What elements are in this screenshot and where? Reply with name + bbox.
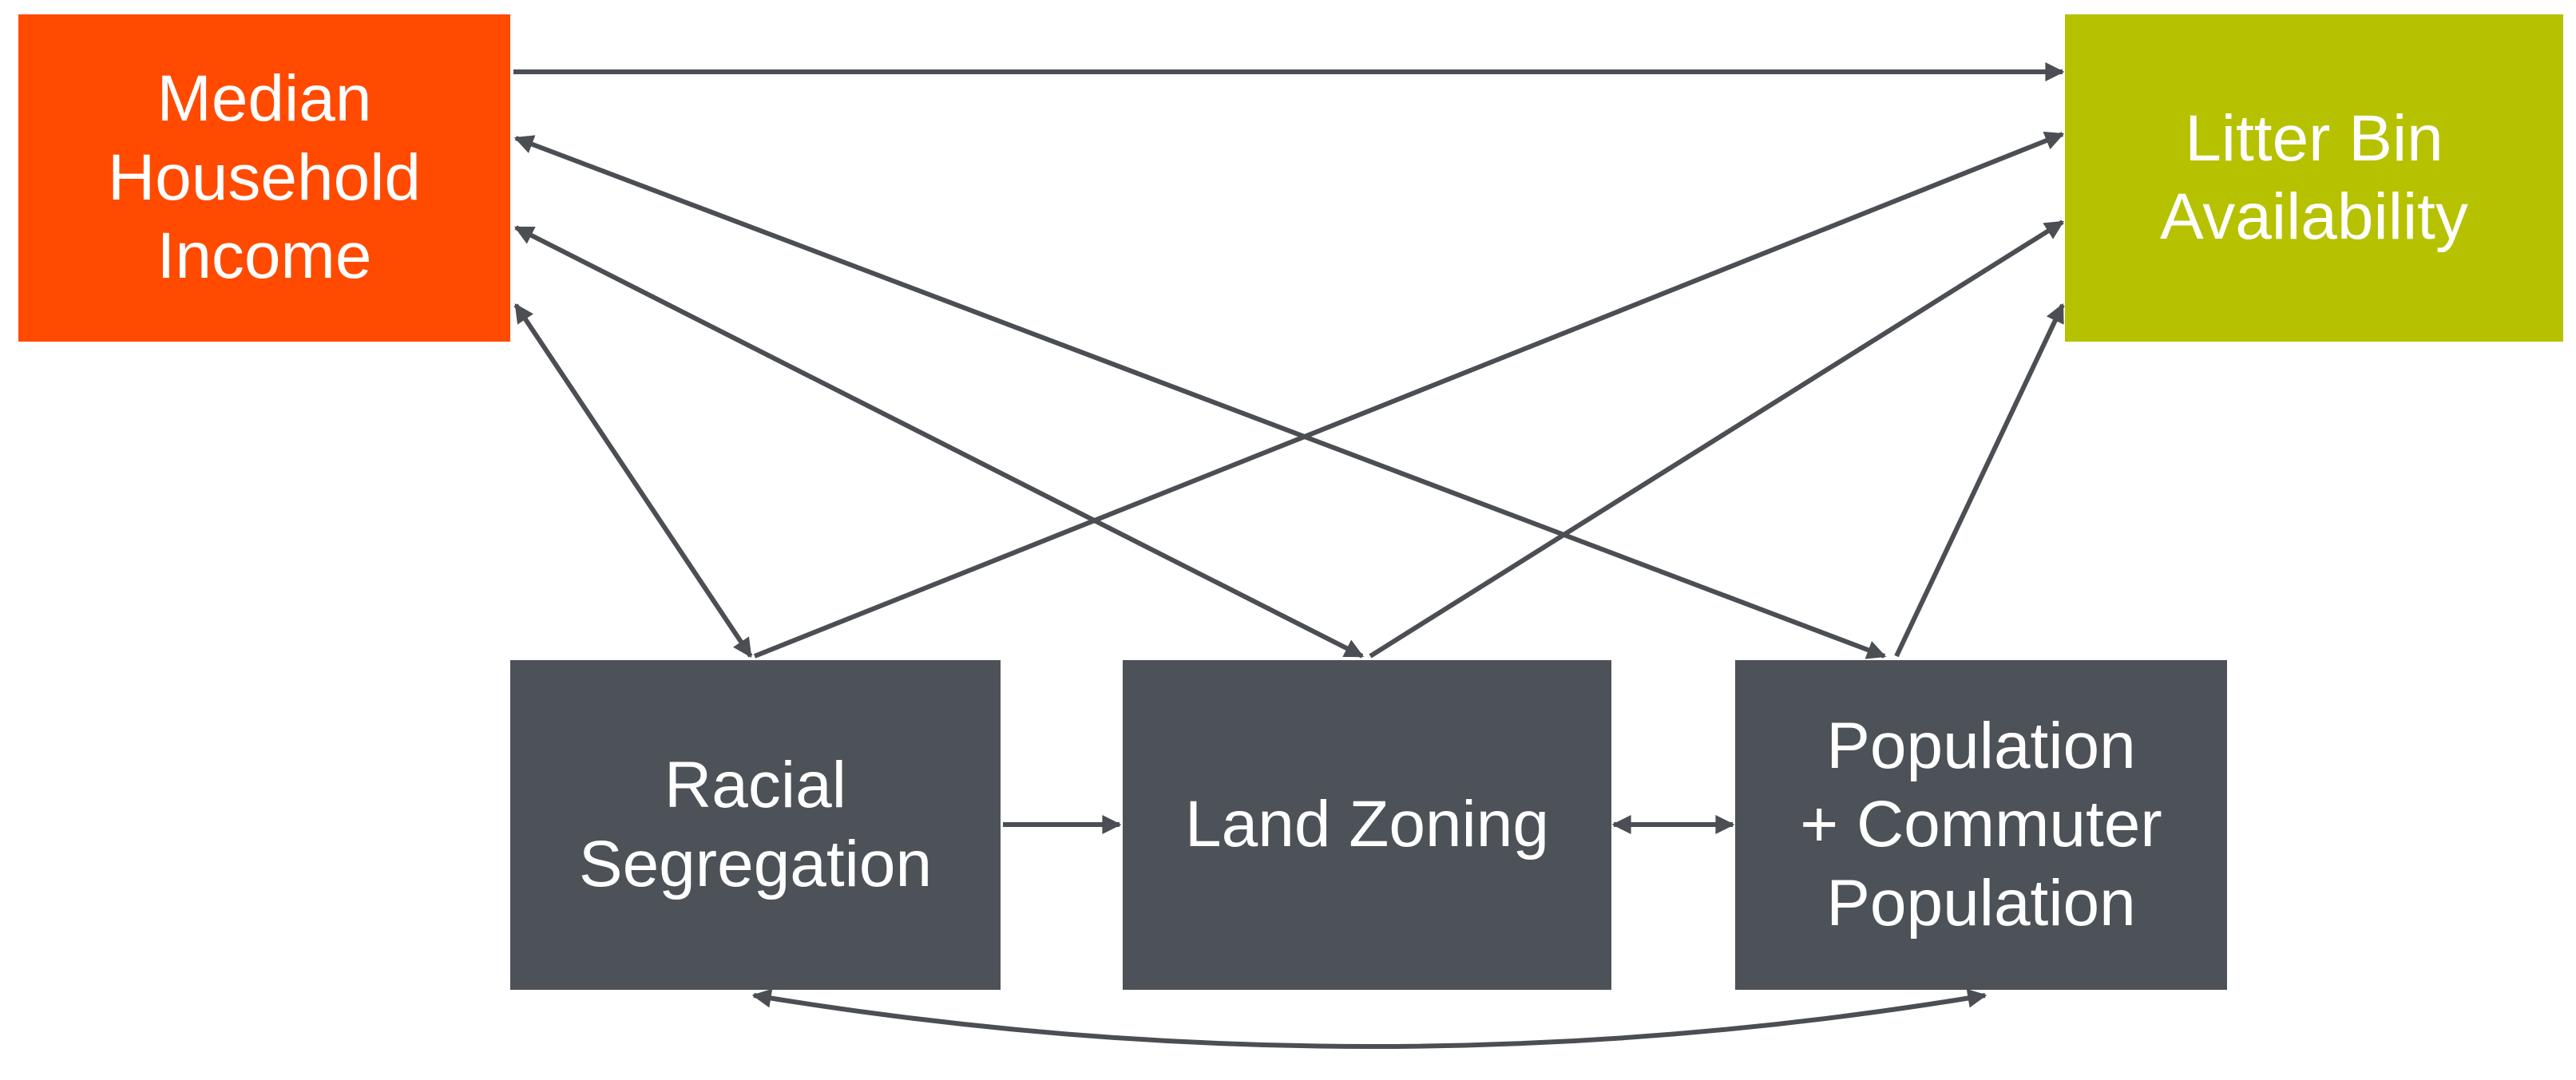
node-racial-segregation: Racial Segregation — [510, 660, 1001, 990]
node-land-zoning: Land Zoning — [1123, 660, 1611, 990]
edge-racial-population — [751, 988, 1987, 1049]
edge-income-racial — [513, 303, 753, 658]
edge-income-population — [513, 135, 1887, 659]
node-label-land: Land Zoning — [1185, 788, 1549, 861]
node-label-income: Median Household Income — [107, 62, 422, 293]
node-population-commuter: Population + Commuter Population — [1735, 660, 2227, 990]
edge-population-litter — [1894, 303, 2065, 658]
edge-land-litter — [1369, 220, 2065, 659]
node-litter-bin-availability: Litter Bin Availability — [2065, 14, 2563, 342]
edge-income-land — [513, 225, 1365, 659]
node-label-population: Population + Commuter Population — [1800, 709, 2162, 940]
node-label-racial: Racial Segregation — [578, 749, 933, 900]
node-label-litter: Litter Bin Availability — [2160, 101, 2468, 253]
node-median-household-income: Median Household Income — [18, 14, 510, 342]
edge-racial-litter — [753, 131, 2065, 659]
